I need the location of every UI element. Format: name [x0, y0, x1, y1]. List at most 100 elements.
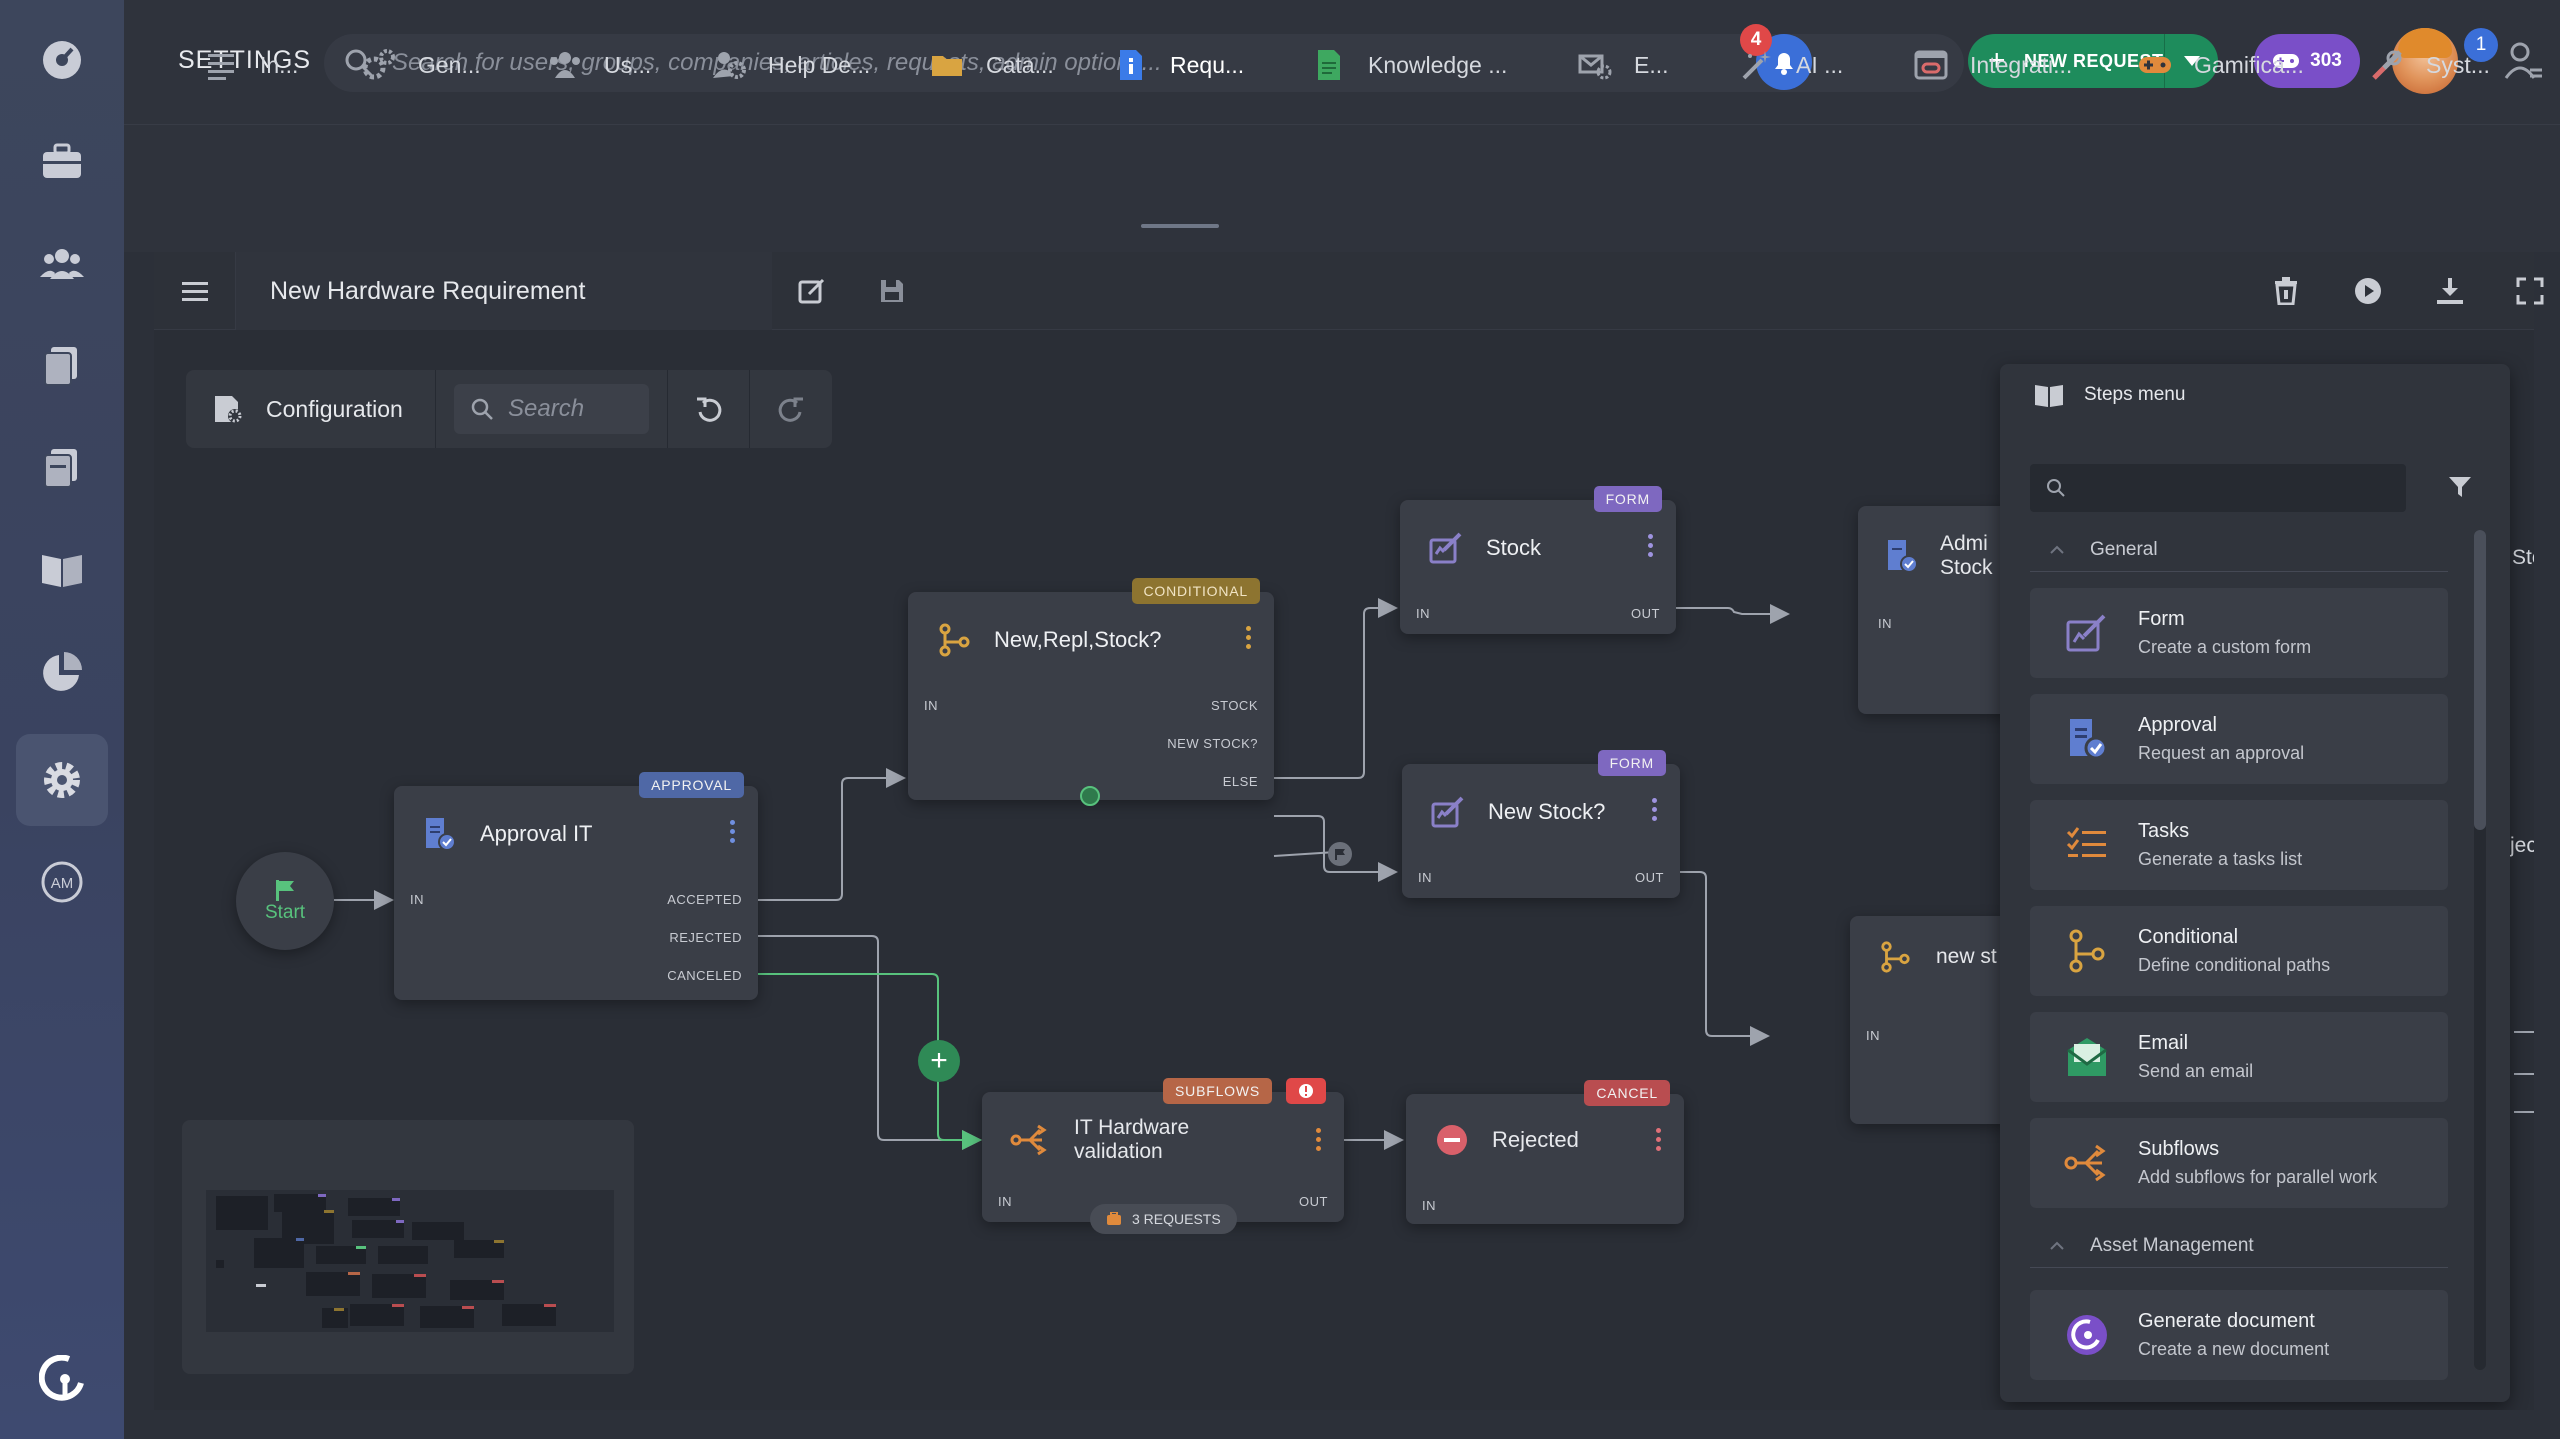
- requests-count-chip[interactable]: 3 REQUESTS: [1090, 1204, 1237, 1234]
- book-icon: [42, 555, 82, 587]
- pin-else[interactable]: ELSE: [1222, 774, 1258, 789]
- node-rejected[interactable]: CANCEL Rejected IN: [1406, 1080, 1684, 1224]
- pin-out[interactable]: OUT: [1631, 606, 1660, 621]
- configuration-button[interactable]: Configuration: [186, 370, 436, 448]
- flag-connector[interactable]: [1328, 842, 1352, 866]
- rail-dashboard[interactable]: [16, 14, 108, 106]
- tab-knowledge[interactable]: Knowledge ...: [1312, 40, 1507, 90]
- steps-group-asset-management[interactable]: Asset Management: [2030, 1224, 2448, 1268]
- pin-new-stock[interactable]: NEW STOCK?: [1167, 736, 1258, 751]
- rail-settings[interactable]: [16, 734, 108, 826]
- fullscreen-button[interactable]: [2490, 252, 2560, 330]
- editor-menu-button[interactable]: [154, 252, 236, 330]
- node-it-hardware-validation[interactable]: SUBFLOWS IT Hardware validation IN OUT 3…: [982, 1078, 1344, 1234]
- rail-users[interactable]: [16, 218, 108, 310]
- run-button[interactable]: [2328, 252, 2408, 330]
- tab-email[interactable]: E...: [1578, 40, 1669, 90]
- node-title-line2: validation: [1074, 1140, 1163, 1163]
- new-request-button[interactable]: +NEW REQUEST: [1968, 34, 2164, 88]
- add-step-button[interactable]: +: [918, 1040, 960, 1082]
- tab-info[interactable]: In...: [204, 40, 298, 90]
- pin-stock[interactable]: STOCK: [1210, 698, 1258, 713]
- canvas-search-input[interactable]: Search: [454, 384, 649, 434]
- node-kebab-menu[interactable]: [1652, 798, 1658, 825]
- pin-in[interactable]: IN: [924, 698, 938, 713]
- node-stock[interactable]: FORM Stock IN OUT: [1400, 486, 1676, 634]
- tasks-icon: [2066, 827, 2106, 857]
- delete-button[interactable]: [2246, 252, 2326, 330]
- pin-in[interactable]: IN: [1422, 1198, 1436, 1213]
- node-kebab-menu[interactable]: [1648, 534, 1654, 561]
- user-avatar[interactable]: [2392, 28, 2458, 94]
- pin-accepted[interactable]: ACCEPTED: [667, 892, 742, 907]
- user-switch-icon[interactable]: [2504, 40, 2544, 84]
- pin-in[interactable]: IN: [1418, 870, 1432, 885]
- tab-integrations[interactable]: Integrati...: [1914, 40, 2072, 90]
- filter-icon[interactable]: [2448, 476, 2472, 498]
- tab-ai[interactable]: AI ...: [1740, 40, 1843, 90]
- tab-gamification[interactable]: Gamifica...: [2138, 40, 2304, 90]
- node-title: Stock: [1486, 535, 1542, 560]
- start-node[interactable]: Start: [236, 852, 334, 950]
- pin-out[interactable]: OUT: [1299, 1194, 1328, 1209]
- document-icon: [1318, 50, 1340, 80]
- workflow-canvas[interactable]: Configuration Search Start APPROVAL: [154, 330, 2534, 1410]
- node-conditional[interactable]: CONDITIONAL New,Repl,Stock? IN STOCK NEW…: [908, 578, 1274, 800]
- tab-help-desk[interactable]: Help De...: [712, 40, 870, 90]
- save-button[interactable]: [852, 252, 932, 330]
- tab-users[interactable]: Us...: [548, 40, 651, 90]
- rail-am[interactable]: AM: [16, 836, 108, 928]
- pin-rejected[interactable]: REJECTED: [669, 930, 742, 945]
- scrollbar-thumb[interactable]: [2474, 530, 2486, 830]
- pin-in[interactable]: IN: [1416, 606, 1430, 621]
- pin-in[interactable]: IN: [410, 892, 424, 907]
- edit-button[interactable]: [772, 252, 852, 330]
- step-name: Tasks: [2138, 820, 2190, 842]
- redo-button[interactable]: [750, 370, 832, 448]
- node-approval-it[interactable]: APPROVAL Approval IT IN ACCEPTED REJECTE…: [394, 772, 758, 1000]
- node-kebab-menu[interactable]: [1246, 626, 1252, 653]
- pin-in[interactable]: IN: [1866, 1028, 1880, 1043]
- rail-briefcase[interactable]: [16, 116, 108, 208]
- rail-book[interactable]: [16, 524, 108, 616]
- tab-catalog[interactable]: Cata...: [930, 40, 1054, 90]
- steps-scrollbar[interactable]: [2474, 530, 2486, 1370]
- tab-system[interactable]: Syst...: [2370, 40, 2490, 90]
- steps-search-input[interactable]: [2030, 464, 2406, 512]
- error-indicator[interactable]: [1286, 1078, 1326, 1104]
- node-kebab-menu[interactable]: [1316, 1128, 1322, 1155]
- pin-canceled[interactable]: CANCELED: [667, 968, 742, 983]
- undo-button[interactable]: [668, 370, 750, 448]
- pin-in[interactable]: IN: [1878, 616, 1892, 631]
- steps-group-general[interactable]: General: [2030, 528, 2448, 572]
- plus-icon: +: [1988, 44, 2007, 77]
- pin-in[interactable]: IN: [998, 1194, 1012, 1209]
- helpdesk-icon: [713, 52, 746, 79]
- gamification-points[interactable]: 303: [2254, 34, 2360, 88]
- global-search[interactable]: [324, 34, 1964, 92]
- node-new-stock[interactable]: FORM New Stock? IN OUT: [1402, 750, 1680, 898]
- node-new-st[interactable]: new st IN: [1850, 916, 2010, 1124]
- node-kebab-menu[interactable]: [730, 820, 736, 847]
- download-button[interactable]: [2410, 252, 2490, 330]
- tab-general[interactable]: Gen...: [362, 40, 481, 90]
- rail-knowledge[interactable]: [16, 422, 108, 514]
- book-icon: [2035, 385, 2063, 407]
- configuration-toolbar: Configuration Search: [186, 370, 832, 448]
- add-branch-dot[interactable]: [1080, 786, 1100, 806]
- node-kebab-menu[interactable]: [1656, 1128, 1662, 1155]
- pin-out[interactable]: OUT: [1635, 870, 1664, 885]
- rail-reports[interactable]: [16, 626, 108, 718]
- rail-documents[interactable]: [16, 320, 108, 412]
- users-icon: [40, 249, 84, 279]
- canvas-minimap[interactable]: [182, 1120, 634, 1374]
- node-admin-stock[interactable]: Admi Stock IN: [1858, 506, 2018, 714]
- tab-requests[interactable]: Requ...: [1114, 40, 1244, 90]
